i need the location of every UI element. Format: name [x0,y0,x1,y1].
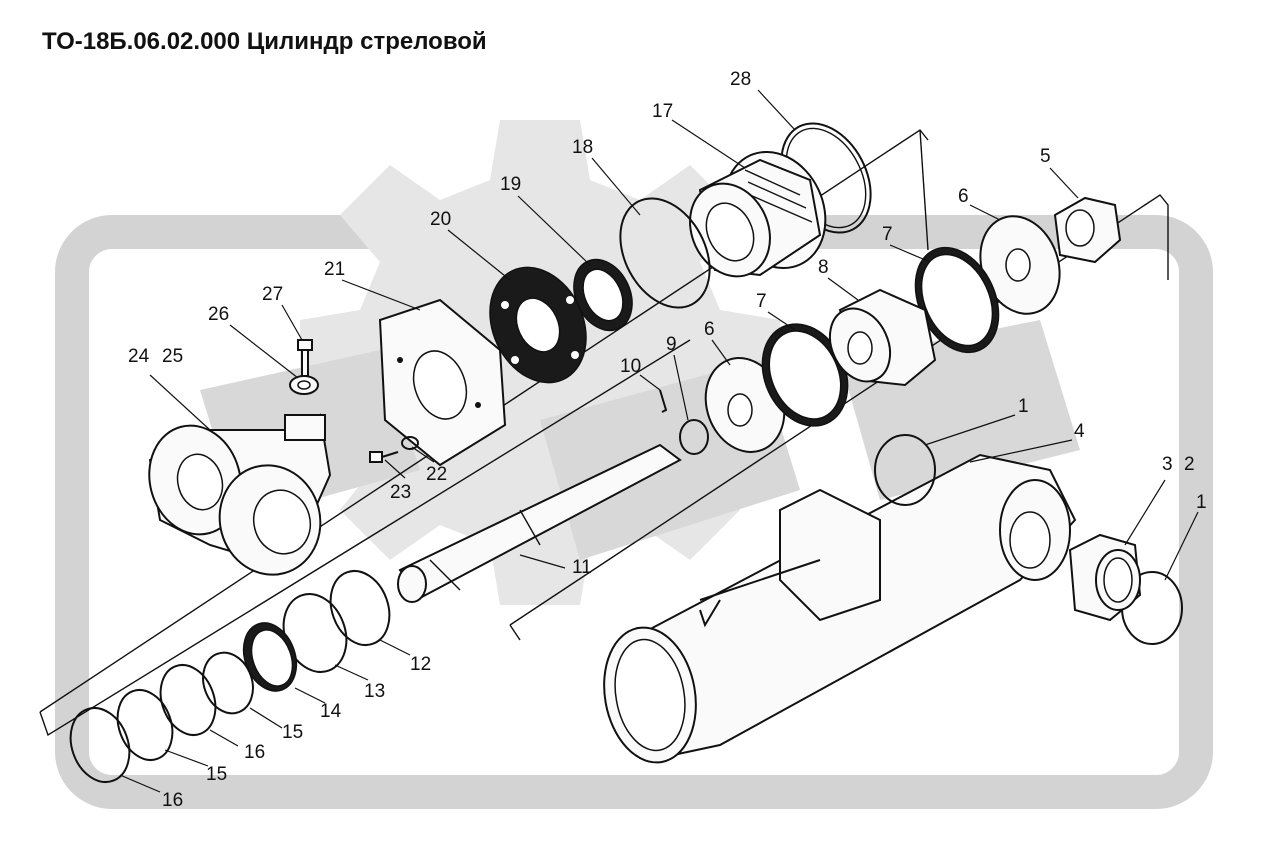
callout-9: 9 [666,334,677,355]
callout-7-lower: 7 [756,291,767,312]
part-16-ring-a [159,664,217,736]
assembly-frame [39,129,1169,737]
callout-23: 23 [390,482,411,503]
callout-21: 21 [324,259,345,280]
callout-6-upper: 6 [958,186,969,207]
part-19-seal [573,258,633,332]
part-5-nut [1053,196,1122,264]
part-4-cylinder-body [603,453,1077,764]
callout-6-lower: 6 [704,319,715,340]
part-15-ring-b [116,689,174,761]
callout-14: 14 [320,701,342,722]
part-16-ring-b [69,707,131,783]
part-7-ring-upper [914,246,1000,354]
callout-27: 27 [262,284,283,305]
callout-15-a: 15 [282,722,303,743]
part-18-ring [619,197,711,309]
part-15-ring-a [202,651,254,715]
callout-16-a: 16 [244,742,265,763]
part-23-bolt [369,451,399,463]
part-21-plate [378,298,507,467]
callout-10: 10 [620,356,641,377]
callout-13: 13 [364,681,385,702]
part-14-seal [242,622,298,692]
part-9-ring [679,419,709,455]
callout-28: 28 [730,69,751,90]
callout-16-b: 16 [162,790,183,811]
part-24-25-clevis [148,413,332,576]
callout-15-b: 15 [206,764,227,785]
callout-24: 24 [128,346,150,367]
callout-7-upper: 7 [882,224,893,245]
part-7-ring-lower [761,323,849,427]
callout-20: 20 [430,209,451,230]
callout-1-right: 1 [1196,492,1207,513]
part-1-clip-upper [874,434,936,506]
part-12-snap-ring [329,570,391,646]
part-8-piston [828,288,937,387]
leader-lines [119,89,1199,793]
callout-5: 5 [1040,146,1051,167]
callout-18: 18 [572,137,593,158]
page-title: ТО-18Б.06.02.000 Цилиндр стреловой [42,28,487,55]
part-26-nut [289,375,319,395]
callout-17: 17 [652,101,673,122]
part-2-3-bushing [1068,533,1142,622]
callout-1-upper: 1 [1018,396,1029,417]
callout-12: 12 [410,654,431,675]
part-17-cylinder-head [689,150,827,278]
callout-11: 11 [572,557,592,578]
callout-25: 25 [162,346,183,367]
callout-labels: 28 17 18 19 20 21 27 26 24 25 5 6 7 8 7 … [128,69,1207,811]
callout-22: 22 [426,464,447,485]
callout-4: 4 [1074,421,1085,442]
part-22-washer [401,436,419,450]
callout-8: 8 [818,257,829,278]
callout-2: 2 [1184,454,1195,475]
callout-19: 19 [500,174,521,195]
part-11-rod [397,443,682,603]
callout-3: 3 [1162,454,1173,475]
callout-26: 26 [208,304,229,325]
part-20-flange [489,266,587,384]
part-10-pin [659,389,668,413]
